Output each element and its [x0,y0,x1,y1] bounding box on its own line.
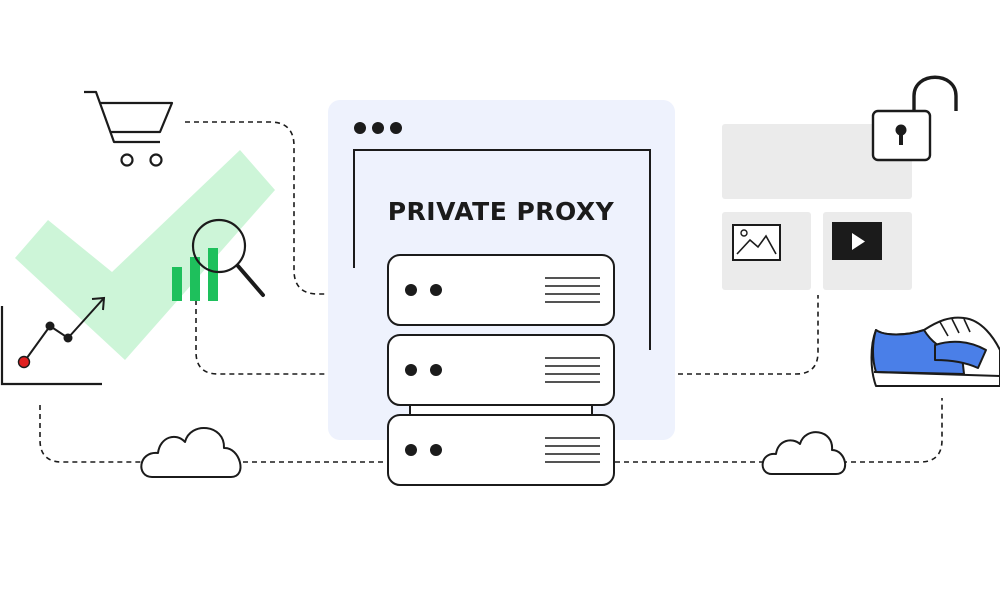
sneaker-laces [939,318,971,337]
cloud-icon [761,431,847,475]
connector-lines [39,121,943,463]
diagram-title: PRIVATE PROXY [388,197,615,226]
bar-chart-icon [172,248,218,301]
server-vent-lines [545,277,600,303]
placeholder-block [722,124,912,199]
connector-cart [185,121,388,295]
chart-point [63,333,73,343]
server-led [405,284,417,296]
play-video-icon [832,222,882,260]
server-led [405,444,417,456]
unlocked-padlock-icon [871,75,958,162]
shopping-cart-icon [84,90,174,167]
server-unit-2 [387,334,615,406]
server-led [430,364,442,376]
server-unit-1 [387,254,615,326]
check-mark-icon [15,150,275,360]
server-unit-3 [387,414,615,486]
chart-point [45,321,55,331]
server-vent-lines [545,437,600,463]
browser-frame [353,149,651,350]
server-led [430,444,442,456]
window-dots [354,122,402,134]
media-content-panel [722,124,912,290]
connector-sneaker [842,398,943,463]
line-chart-icon [0,296,106,386]
chart-point [17,355,31,369]
server-stack [387,254,615,486]
sneaker-icon [870,316,1000,387]
server-led [430,284,442,296]
connector-chart [39,405,146,463]
server-vent-lines [545,357,600,383]
image-icon [732,224,781,261]
magnifier-icon [191,218,265,297]
connector-media [615,295,819,375]
cloud-icon [140,426,242,478]
server-led [405,364,417,376]
